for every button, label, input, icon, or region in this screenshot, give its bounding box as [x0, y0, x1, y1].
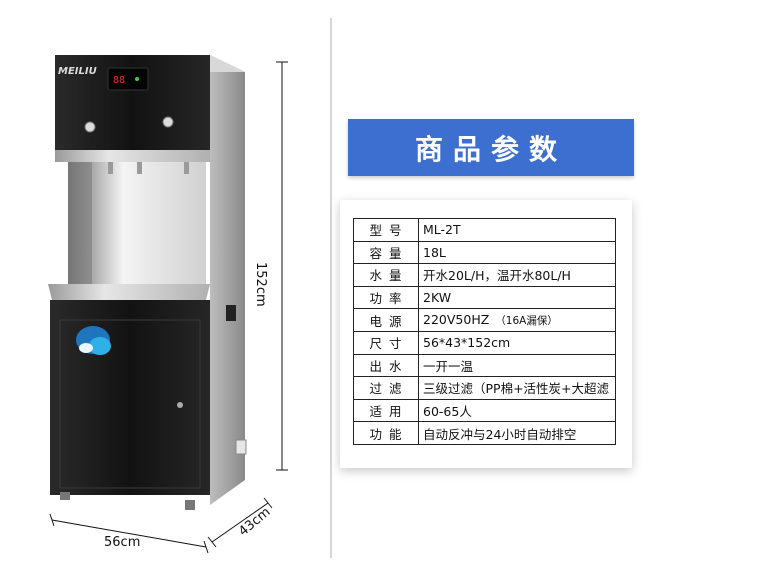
spec-value-cell: 60-65人	[418, 398, 616, 423]
spec-banner: 商品参数	[348, 119, 634, 176]
spec-key: 水量	[353, 263, 419, 287]
spec-value: 18L	[423, 244, 446, 260]
svg-text:88: 88	[113, 75, 125, 86]
height-dimension-label: 152cm	[253, 262, 268, 307]
spec-key: 容量	[353, 240, 419, 265]
spec-key: 型号	[353, 218, 419, 242]
spec-row: 过滤三级过滤（PP棉+活性炭+大超滤	[353, 376, 616, 400]
spec-value-cell: 18L	[418, 240, 616, 265]
spec-value: 一开一温	[423, 358, 474, 374]
spec-banner-title: 商品参数	[414, 132, 567, 166]
spec-value-cell: 自动反冲与24小时自动排空	[418, 421, 616, 445]
spec-row: 出水一开一温	[353, 353, 616, 378]
spec-value: ML-2T	[423, 222, 461, 238]
spec-value-cell: ML-2T	[418, 218, 616, 242]
spec-key: 电源	[353, 308, 419, 332]
spec-value-cell: 220V50HZ （16A漏保）	[418, 308, 616, 332]
spec-key: 功率	[353, 285, 419, 310]
spec-key: 功能	[353, 421, 419, 445]
spec-value-cell: 56*43*152cm	[418, 330, 616, 355]
spec-value-cell: 三级过滤（PP棉+活性炭+大超滤	[418, 376, 616, 400]
brand-logo: MEILIU	[58, 66, 97, 77]
spec-value-cell: 2KW	[418, 285, 616, 310]
product-image: 88	[0, 0, 340, 575]
width-dimension-label: 56cm	[104, 535, 141, 550]
spec-value: 56*43*152cm	[423, 335, 511, 351]
spec-value: 220V50HZ	[423, 312, 490, 328]
spec-key: 适用	[353, 398, 419, 423]
vertical-divider	[330, 18, 332, 558]
spec-value-cell: 一开一温	[418, 353, 616, 378]
spec-value: 自动反冲与24小时自动排空	[423, 426, 577, 442]
spec-key: 过滤	[353, 376, 419, 400]
spec-value: 2KW	[423, 290, 452, 306]
spec-value: 三级过滤（PP棉+活性炭+大超滤	[423, 381, 610, 397]
spec-key: 尺寸	[353, 330, 419, 355]
spec-note: （16A漏保）	[495, 315, 558, 328]
spec-key: 出水	[353, 353, 419, 378]
spec-value: 60-65人	[423, 404, 472, 420]
spec-row: 水量开水20L/H，温开水80L/H	[353, 263, 616, 287]
spec-row: 功能自动反冲与24小时自动排空	[353, 421, 616, 445]
spec-value: 开水20L/H，温开水80L/H	[423, 268, 571, 284]
water-dispenser-illustration: 88	[48, 55, 288, 554]
spec-value-cell: 开水20L/H，温开水80L/H	[418, 263, 616, 287]
